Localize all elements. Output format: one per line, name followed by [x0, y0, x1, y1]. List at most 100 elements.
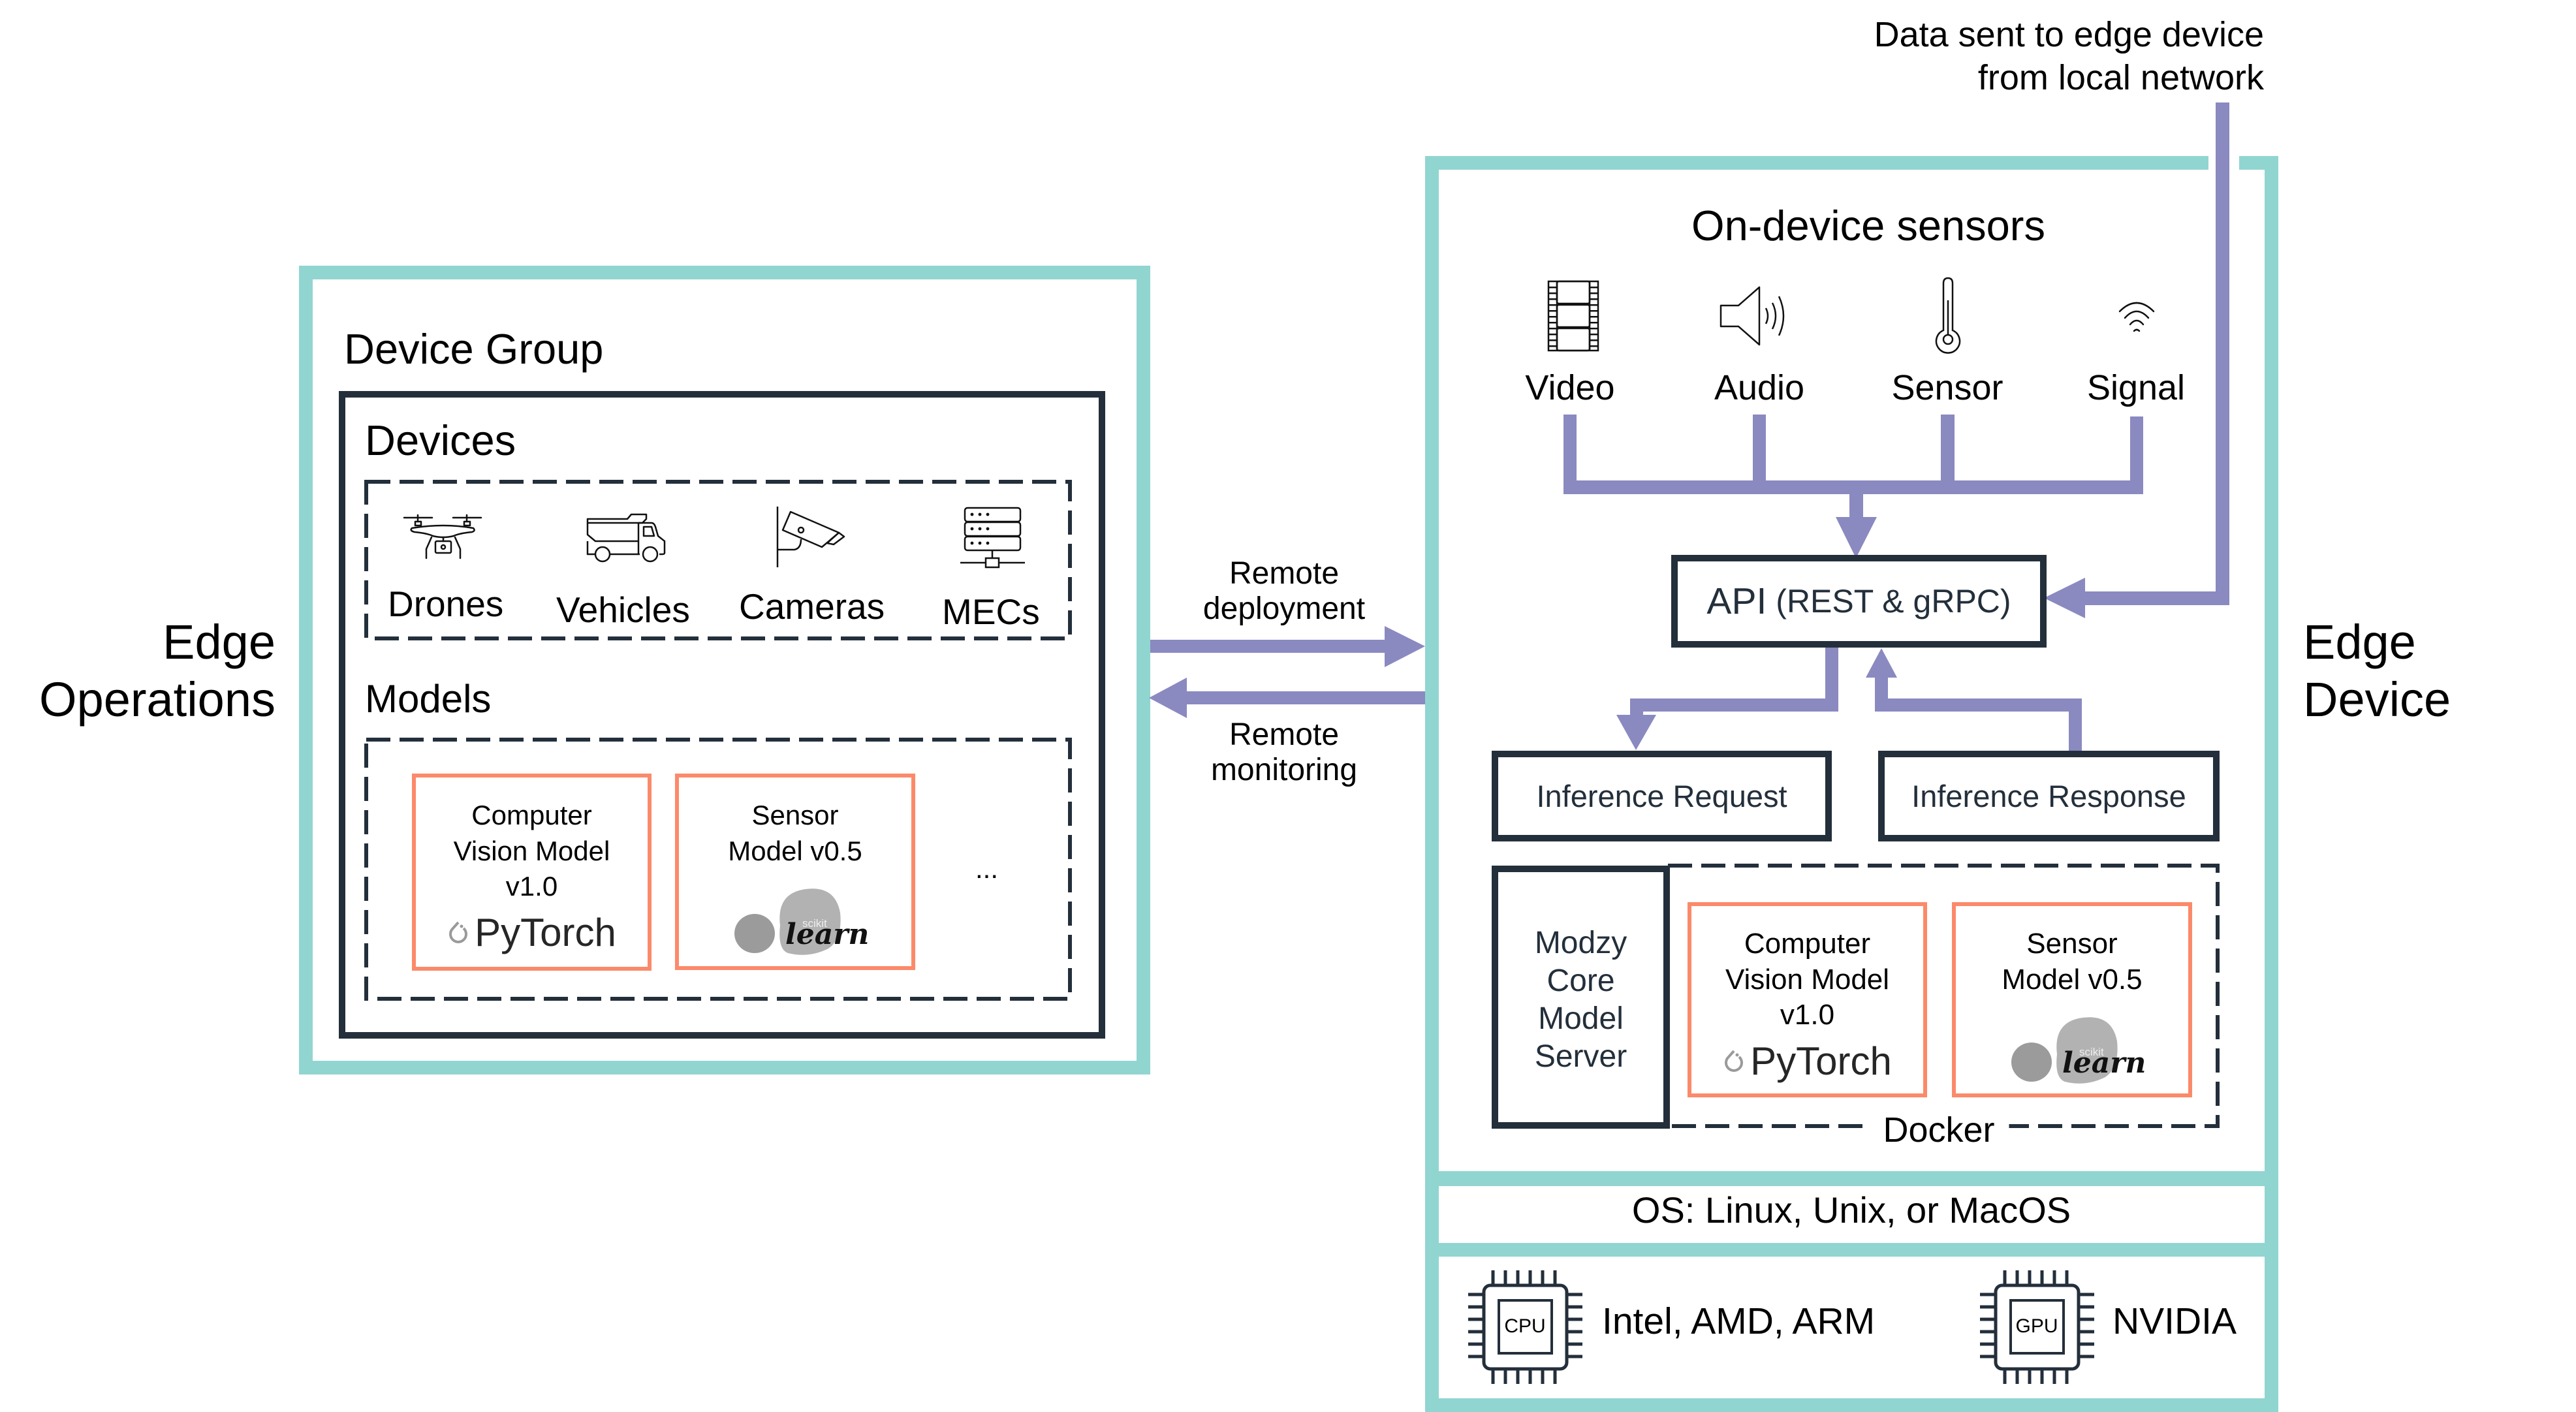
remote-monitoring-label: Remote monitoring: [1211, 717, 1357, 788]
model-server-label: Modzy Core Model Server: [1498, 924, 1663, 1076]
model-card-sensor[interactable]: Sensor Model v0.5 scikit learn: [675, 774, 915, 970]
thermometer-icon: [1935, 277, 1961, 354]
scikit-learn-logo: scikit learn: [730, 886, 869, 958]
film-strip-icon: [1547, 280, 1599, 352]
network-data-note: Data sent to edge device from local netw…: [1874, 13, 2264, 99]
model-card-line: Sensor: [751, 800, 839, 830]
edge-operations-label: Edge Operations: [39, 614, 275, 729]
model-server-line: Core: [1547, 964, 1615, 998]
model-server-line: Server: [1534, 1039, 1627, 1074]
inference-request-label: Inference Request: [1536, 779, 1787, 813]
inference-response-box[interactable]: Inference Response: [1878, 751, 2220, 841]
server-rack-icon: [960, 507, 1025, 569]
api-to-request-bend: [1630, 698, 1838, 712]
model-card-line: Vision Model: [453, 836, 610, 866]
device-group-title: Device Group: [344, 325, 604, 373]
model-card-line: v1.0: [505, 871, 558, 902]
response-to-api-bend: [1875, 698, 2082, 712]
models-title: Models: [365, 677, 492, 721]
scikit-blob-icon: [2011, 1017, 2118, 1084]
inference-request-box[interactable]: Inference Request: [1492, 751, 1832, 841]
network-input-line: [2216, 102, 2229, 605]
edge-operations-label-line1: Edge: [163, 615, 275, 669]
response-to-api-stem: [2069, 698, 2082, 751]
device-label-mecs: MECs: [942, 591, 1040, 632]
edge-device-panel-top-right: [2239, 156, 2278, 170]
response-to-api-arrow: [1866, 648, 1897, 712]
model-server-line: Modzy: [1534, 926, 1627, 960]
model-card-line: v1.0: [1780, 999, 1835, 1031]
signal-connector: [2130, 416, 2143, 494]
sensor-label-audio: Audio: [1714, 368, 1805, 407]
edge-device-label: Edge Device: [2303, 614, 2451, 729]
cpu-vendors-label: Intel, AMD, ARM: [1602, 1300, 1876, 1342]
model-card-line: Computer: [1744, 928, 1871, 960]
os-label: OS: Linux, Unix, or MacOS: [1631, 1189, 2071, 1231]
remote-deployment-arrow: [1150, 626, 1425, 667]
sensor-to-api-arrow: [1836, 494, 1877, 558]
model-server-line: Model: [1538, 1001, 1624, 1036]
os-separator-bottom: [1425, 1243, 2278, 1257]
cpu-chip-icon: [1468, 1270, 1582, 1384]
model-card-computer-vision[interactable]: Computer Vision Model v1.0 PyTorch: [412, 774, 652, 971]
remote-monitoring-line1: Remote: [1229, 717, 1340, 752]
cpu-chip-label: CPU: [1504, 1315, 1546, 1337]
sensor-connector: [1941, 415, 1955, 494]
model-card-line: Sensor: [2026, 928, 2118, 960]
speaker-icon: [1720, 286, 1785, 346]
api-to-request-stem: [1825, 648, 1838, 712]
edge-device-panel: [1425, 156, 2278, 1412]
device-label-vehicles: Vehicles: [556, 589, 690, 630]
remote-deployment-line1: Remote: [1229, 556, 1340, 591]
remote-deployment-line2: deployment: [1202, 591, 1366, 626]
docker-model-card-sensor[interactable]: Sensor Model v0.5 scikit learn: [1952, 902, 2192, 1097]
model-server-box[interactable]: Modzy Core Model Server: [1492, 866, 1670, 1129]
model-card-line: Model v0.5: [728, 836, 862, 866]
api-label: API: [1706, 580, 1767, 622]
pytorch-logo: PyTorch: [1691, 1042, 1923, 1081]
sensor-label-signal: Signal: [2086, 368, 2186, 407]
scikit-learn-logo: scikit learn: [2007, 1015, 2146, 1087]
devices-title: Devices: [365, 416, 516, 464]
truck-icon: [586, 513, 666, 563]
sensor-label-sensor: Sensor: [1891, 368, 2003, 407]
sensor-bus: [1563, 480, 2143, 494]
edge-device-label-line1: Edge: [2303, 615, 2416, 669]
gpu-vendor-label: NVIDIA: [2113, 1300, 2237, 1342]
models-dashed-box: [364, 738, 1072, 1001]
more-models-ellipsis: ...: [975, 853, 999, 884]
edge-device-panel-top-left: [1425, 156, 2208, 170]
model-card-line: Computer: [471, 800, 592, 830]
device-group-box: [339, 391, 1105, 1039]
device-label-cameras: Cameras: [739, 586, 885, 627]
remote-monitoring-arrow: [1149, 678, 1425, 718]
scikit-blob-icon: [734, 888, 841, 955]
api-protocols-label: (REST & gRPC): [1776, 583, 2011, 620]
pytorch-wordmark: PyTorch: [475, 911, 616, 954]
os-separator-top: [1425, 1171, 2278, 1186]
scikit-sub-label: scikit: [2079, 1046, 2104, 1058]
pytorch-flame-icon: [449, 921, 468, 943]
security-camera-icon: [776, 507, 845, 567]
docker-label: Docker: [1868, 1112, 2009, 1148]
audio-connector: [1753, 415, 1766, 494]
network-to-api-arrow: [2044, 578, 2229, 618]
drone-icon: [403, 514, 482, 559]
gpu-chip-label: GPU: [2015, 1315, 2058, 1337]
pytorch-wordmark: PyTorch: [1750, 1039, 1892, 1083]
model-card-line: Model v0.5: [2002, 964, 2143, 996]
learn-wordmark: learn: [2062, 1046, 2146, 1080]
network-data-note-line1: Data sent to edge device: [1874, 15, 2264, 54]
docker-model-card-computer-vision[interactable]: Computer Vision Model v1.0 PyTorch: [1688, 902, 1927, 1097]
remote-monitoring-line2: monitoring: [1210, 753, 1358, 787]
api-box[interactable]: API (REST & gRPC): [1671, 555, 2047, 648]
gpu-chip-icon: [1980, 1270, 2094, 1384]
edge-device-label-line2: Device: [2303, 672, 2451, 727]
inference-response-label: Inference Response: [1911, 779, 2186, 813]
edge-operations-panel: [299, 266, 1150, 1075]
sensor-label-video: Video: [1525, 368, 1615, 407]
video-connector: [1563, 415, 1577, 494]
edge-operations-label-line2: Operations: [39, 672, 275, 727]
devices-dashed-box: [364, 480, 1072, 640]
on-device-sensors-title: On-device sensors: [1691, 202, 2045, 249]
